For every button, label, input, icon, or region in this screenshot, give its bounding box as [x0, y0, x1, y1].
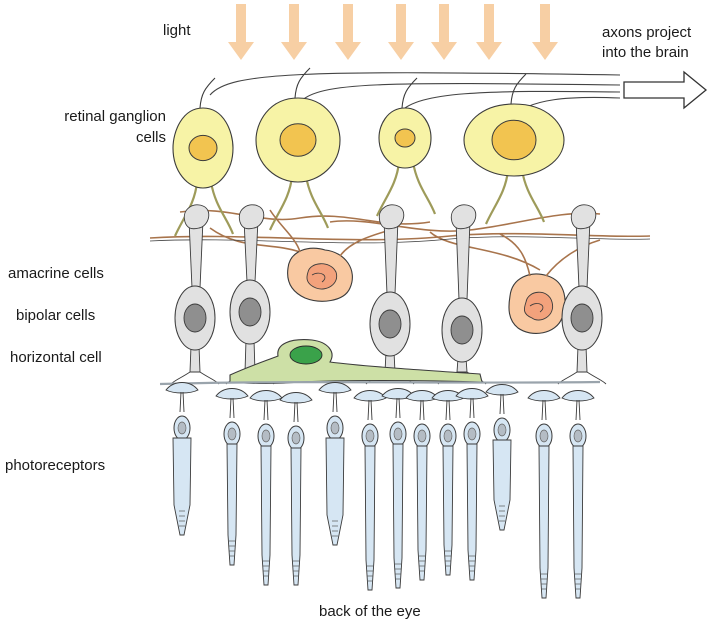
- bipolar-cell: [557, 204, 607, 385]
- light-arrow-icon: [431, 4, 457, 60]
- axons-label-line1: axons project: [602, 24, 692, 41]
- rod-photoreceptor: [249, 390, 283, 586]
- ganglion-label-line2: cells: [135, 129, 166, 146]
- ganglion-label-line1: retinal ganglion: [64, 108, 166, 125]
- bipolar-cells: [170, 204, 607, 385]
- cone-photoreceptor: [485, 384, 519, 531]
- rod-photoreceptor: [561, 390, 595, 599]
- axons-label-line2: into the brain: [602, 44, 689, 61]
- photoreceptors-label: photoreceptors: [5, 457, 106, 474]
- rod-photoreceptor: [279, 392, 313, 586]
- bipolar-cell: [225, 204, 275, 385]
- cone-photoreceptor: [318, 382, 352, 546]
- rod-photoreceptor: [431, 390, 465, 576]
- photoreceptors: [159, 380, 601, 599]
- cone-photoreceptor: [165, 382, 199, 536]
- bipolar-cell: [437, 204, 487, 385]
- light-arrow-icon: [388, 4, 414, 60]
- bipolar-cell: [170, 204, 220, 385]
- light-arrow-icon: [335, 4, 361, 60]
- light-arrows: [228, 4, 558, 60]
- horizontal-label: horizontal cell: [10, 349, 102, 366]
- bipolar-label: bipolar cells: [16, 307, 96, 324]
- amacrine-cells: [269, 209, 601, 334]
- light-arrow-icon: [476, 4, 502, 60]
- back-of-eye-label: back of the eye: [319, 603, 421, 620]
- rod-photoreceptor: [353, 390, 387, 591]
- light-arrow-icon: [281, 4, 307, 60]
- light-arrow-icon: [228, 4, 254, 60]
- rod-photoreceptor: [527, 390, 561, 599]
- ganglion-cell: [172, 77, 235, 237]
- rod-photoreceptor: [455, 388, 489, 581]
- ganglion-cell: [255, 67, 341, 231]
- rod-photoreceptor: [215, 388, 249, 566]
- ganglion-cells: [172, 67, 565, 237]
- ganglion-cell: [463, 73, 565, 225]
- rod-photoreceptor: [405, 390, 439, 581]
- bipolar-cell: [365, 204, 415, 385]
- axon-arrow-icon: [623, 70, 708, 110]
- light-label: light: [163, 22, 191, 39]
- light-arrow-icon: [532, 4, 558, 60]
- amacrine-label: amacrine cells: [8, 265, 104, 282]
- rod-photoreceptor: [381, 388, 415, 589]
- ganglion-cell: [375, 77, 437, 217]
